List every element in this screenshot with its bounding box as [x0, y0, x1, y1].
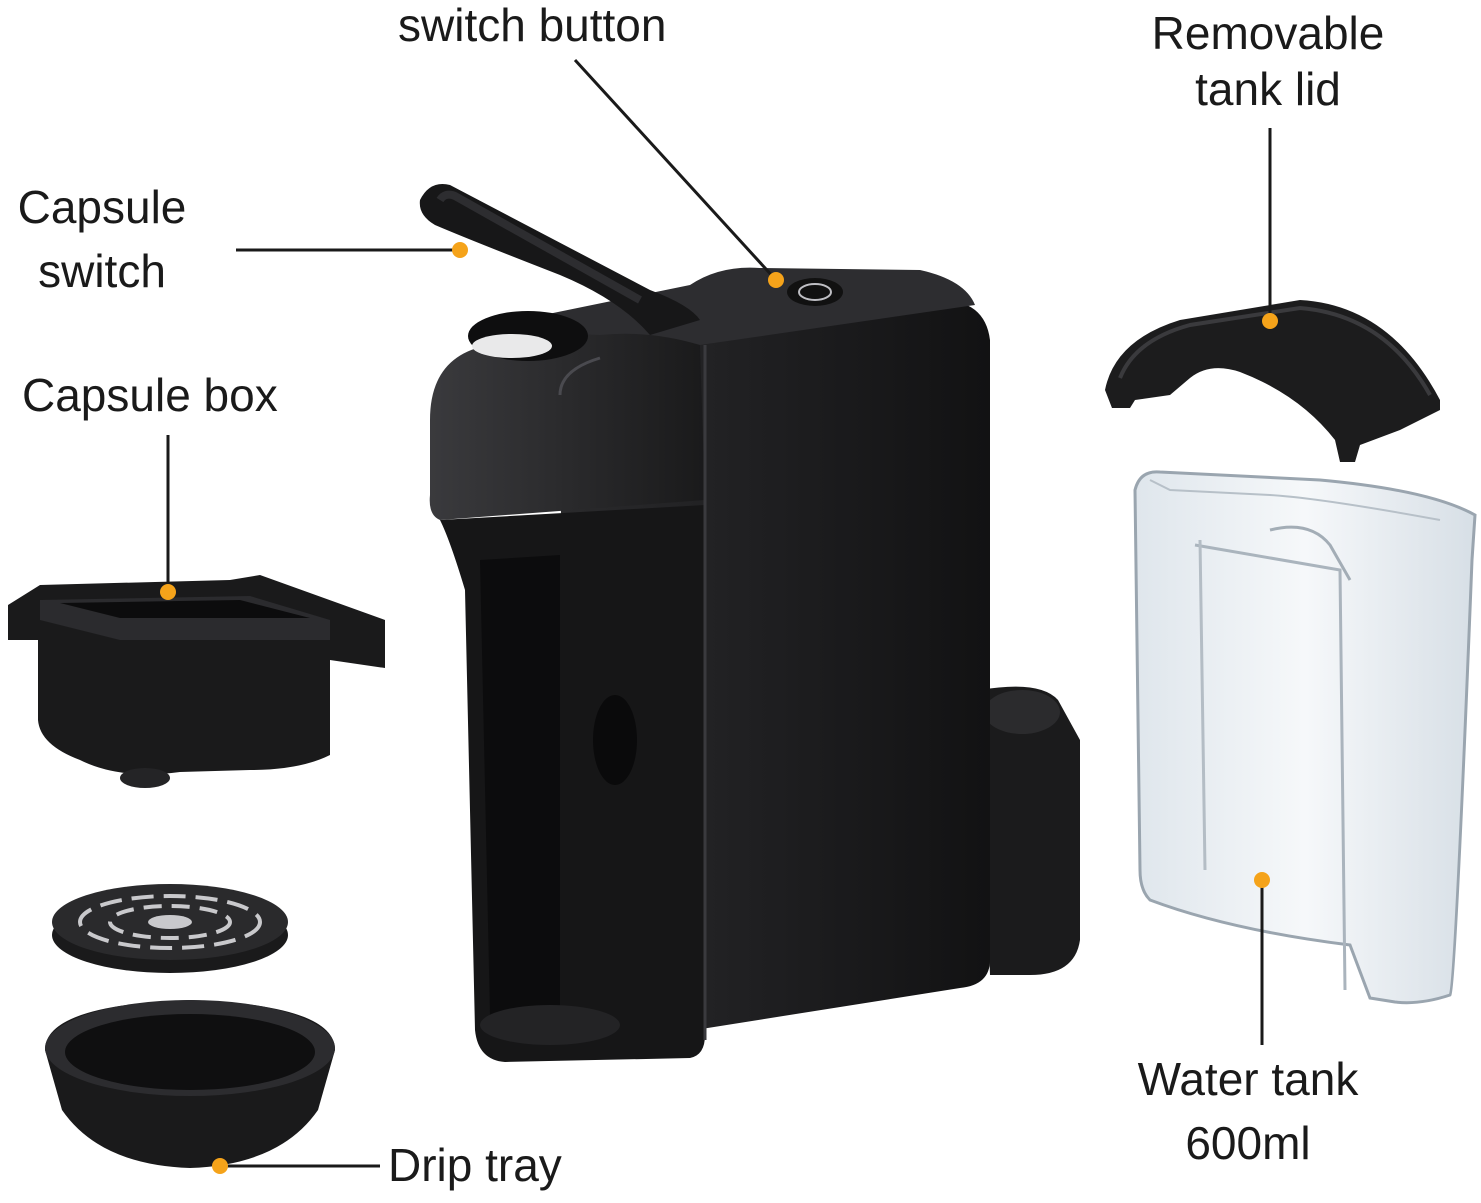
callout-dot-switch-button — [768, 272, 784, 288]
leader-lines — [166, 58, 1272, 1168]
label-tank-lid-line2: tank lid — [1195, 63, 1341, 115]
callout-dot-tank-lid — [1262, 313, 1278, 329]
callout-dot-capsule-box — [160, 584, 176, 600]
water-tank-part — [1133, 470, 1477, 1005]
drip-tray-part — [45, 1000, 335, 1168]
coffee-machine — [429, 267, 1080, 1062]
capsule-box-part — [8, 575, 385, 788]
label-capsule-switch-line2: switch — [38, 245, 166, 297]
drip-grid-part — [52, 884, 288, 973]
label-drip-tray: Drip tray — [388, 1139, 562, 1191]
callout-dot-drip-tray — [212, 1158, 228, 1174]
callout-dots — [160, 242, 1278, 1174]
label-water-tank-line2: 600ml — [1185, 1117, 1311, 1169]
label-capsule-box: Capsule box — [22, 369, 278, 421]
callout-dot-capsule-switch — [452, 242, 468, 258]
label-switch-button: switch button — [398, 0, 667, 51]
leader-line-switch-button — [573, 58, 778, 282]
label-capsule-switch-line1: Capsule — [17, 181, 187, 233]
label-water-tank-line1: Water tank — [1137, 1053, 1359, 1105]
tank-lid-part — [1105, 300, 1440, 462]
callout-dot-water-tank — [1254, 872, 1270, 888]
label-tank-lid-line1: Removable — [1151, 7, 1385, 59]
